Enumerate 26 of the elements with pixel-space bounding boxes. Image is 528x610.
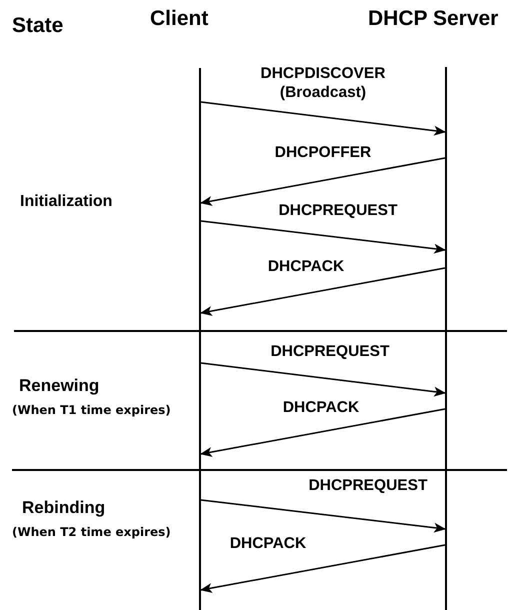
message-arrow: [200, 408, 446, 457]
message-arrow: [200, 220, 446, 254]
message-label: DHCPREQUEST: [308, 477, 428, 496]
message-label: DHCPOFFER: [274, 144, 372, 163]
lifeline-heading: DHCP Server: [368, 7, 498, 31]
lifeline-heading: Client: [150, 7, 208, 31]
message-label: DHCPDISCOVER (Broadcast): [260, 65, 386, 102]
message-arrow: [200, 267, 446, 316]
state-label: Initialization: [20, 193, 112, 211]
state-label: (When T1 time expires): [12, 403, 171, 417]
message-arrow: [200, 499, 446, 533]
message-label: DHCPACK: [282, 399, 360, 418]
message-arrow: [200, 157, 446, 206]
message-arrow: [200, 544, 446, 593]
message-arrow: [200, 362, 446, 397]
state-label: Renewing: [19, 376, 100, 396]
lifeline: [445, 67, 447, 610]
state-label: (When T2 time expires): [12, 525, 171, 539]
message-label: DHCPREQUEST: [270, 343, 390, 362]
message-label: DHCPACK: [266, 258, 346, 277]
message-label: DHCPREQUEST: [278, 202, 398, 221]
message-arrow: [200, 101, 446, 136]
message-label: DHCPACK: [228, 535, 308, 554]
lifeline: [199, 68, 201, 610]
column-heading: State: [12, 14, 64, 38]
state-label: Rebinding: [22, 498, 106, 518]
